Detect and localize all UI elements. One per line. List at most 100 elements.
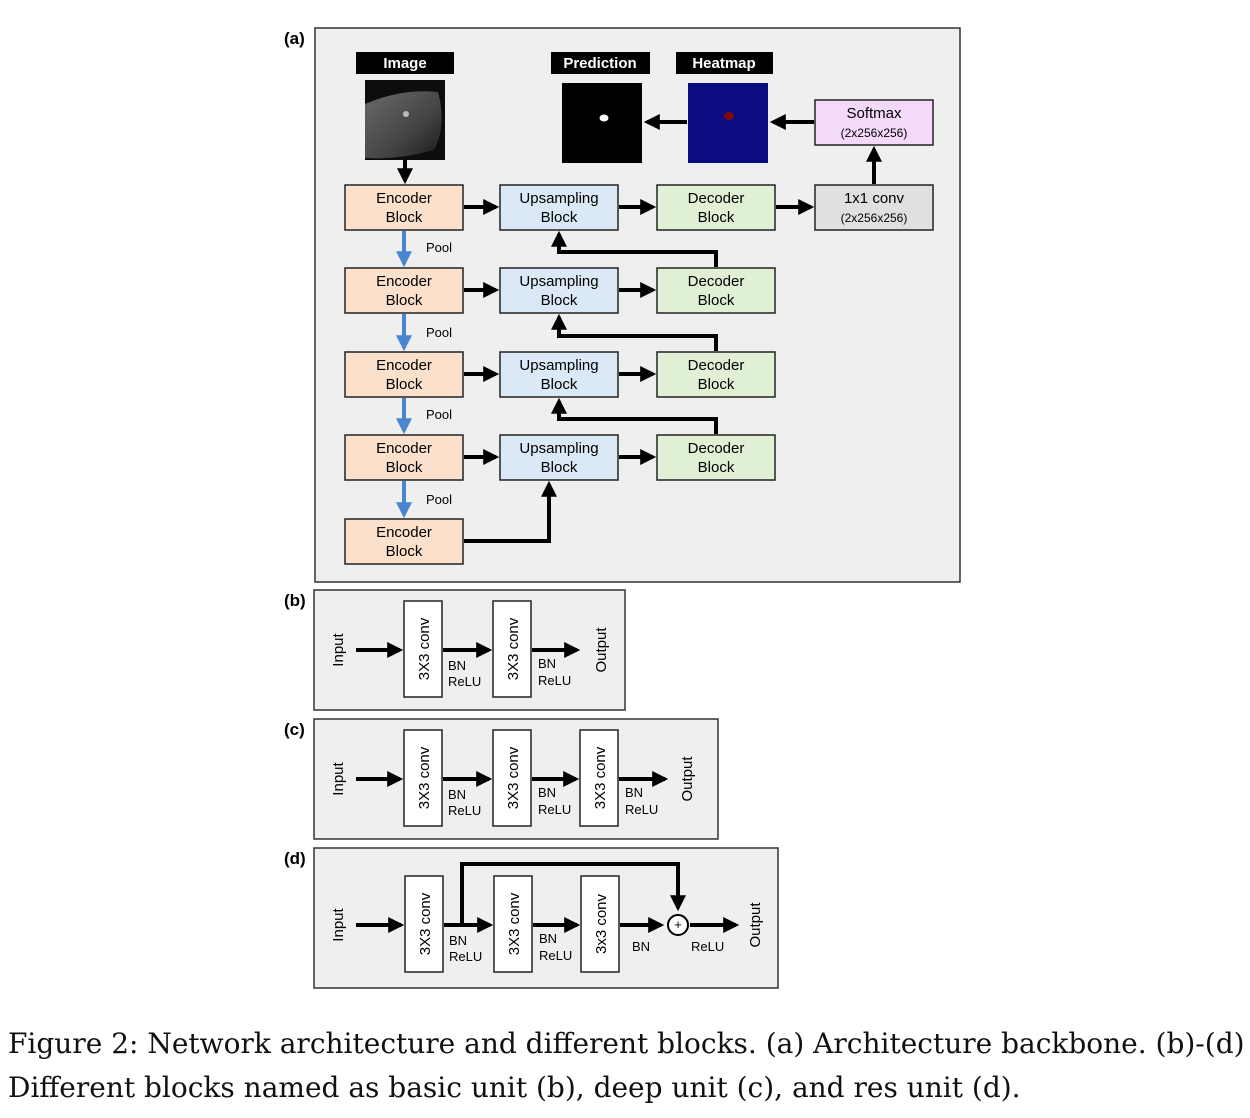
svg-text:Block: Block bbox=[698, 376, 735, 393]
svg-text:3X3 conv: 3X3 conv bbox=[417, 892, 434, 955]
svg-text:Block: Block bbox=[541, 376, 578, 393]
basic-unit-bn-1: BN bbox=[448, 658, 466, 673]
caption-line-1: Figure 2: Network architecture and diffe… bbox=[8, 1027, 1245, 1060]
basic-unit-relu-1: ReLU bbox=[448, 674, 481, 689]
svg-text:Block: Block bbox=[386, 209, 423, 226]
res-unit-relu-1: ReLU bbox=[449, 949, 482, 964]
svg-text:Block: Block bbox=[386, 376, 423, 393]
svg-text:Block: Block bbox=[698, 459, 735, 476]
svg-text:Block: Block bbox=[698, 209, 735, 226]
svg-text:3X3 conv: 3X3 conv bbox=[506, 892, 523, 955]
panel-b-label: (b) bbox=[284, 591, 306, 610]
svg-text:Prediction: Prediction bbox=[563, 55, 636, 72]
basic-unit-input-label: Input bbox=[330, 632, 347, 666]
svg-text:Decoder: Decoder bbox=[688, 273, 745, 290]
svg-text:Block: Block bbox=[386, 459, 423, 476]
deep-unit-conv-2: 3X3 conv bbox=[492, 729, 532, 827]
basic-unit-conv-1: 3X3 conv bbox=[403, 600, 443, 698]
decoder-block-4: Decoder Block bbox=[656, 434, 776, 481]
res-unit-output-label: Output bbox=[747, 902, 764, 948]
res-unit-conv-2: 3X3 conv bbox=[493, 875, 533, 973]
res-unit-arrows bbox=[356, 862, 740, 933]
upsampling-block-4: Upsampling Block bbox=[499, 434, 619, 481]
deep-unit-bn-1: BN bbox=[448, 787, 466, 802]
decoder-block-2: Decoder Block bbox=[656, 267, 776, 314]
upsampling-block-2: Upsampling Block bbox=[499, 267, 619, 314]
encoder-block-3: Encoder Block bbox=[344, 351, 464, 398]
svg-text:Encoder: Encoder bbox=[376, 440, 432, 457]
prediction-header: Prediction bbox=[551, 52, 650, 74]
pool-label-2: Pool bbox=[426, 325, 452, 340]
deep-unit-relu-2: ReLU bbox=[538, 802, 571, 817]
svg-text:Block: Block bbox=[698, 292, 735, 309]
encoder-block-5: Encoder Block bbox=[344, 518, 464, 565]
svg-text:Softmax: Softmax bbox=[846, 105, 902, 122]
svg-text:Upsampling: Upsampling bbox=[519, 273, 598, 290]
svg-text:Decoder: Decoder bbox=[688, 190, 745, 207]
deep-unit-bn-3: BN bbox=[625, 785, 643, 800]
svg-text:Encoder: Encoder bbox=[376, 273, 432, 290]
svg-text:Upsampling: Upsampling bbox=[519, 440, 598, 457]
prediction-image bbox=[562, 83, 642, 163]
basic-unit-bn-2: BN bbox=[538, 656, 556, 671]
svg-text:(2x256x256): (2x256x256) bbox=[841, 211, 908, 225]
svg-text:3X3 conv: 3X3 conv bbox=[505, 746, 522, 809]
decoder-block-1: Decoder Block bbox=[656, 184, 776, 231]
conv1x1-box: 1x1 conv (2x256x256) bbox=[814, 184, 934, 231]
residual-add-node: + bbox=[667, 914, 689, 936]
deep-unit-output-label: Output bbox=[679, 756, 696, 802]
svg-text:Block: Block bbox=[386, 543, 423, 560]
res-unit-bn-2: BN bbox=[539, 931, 557, 946]
pool-label-1: Pool bbox=[426, 240, 452, 255]
deep-unit-bn-2: BN bbox=[538, 785, 556, 800]
encoder-block-2: Encoder Block bbox=[344, 267, 464, 314]
deep-unit-relu-3: ReLU bbox=[625, 802, 658, 817]
res-unit-bn-3: BN bbox=[632, 939, 650, 954]
svg-text:Encoder: Encoder bbox=[376, 524, 432, 541]
svg-text:Block: Block bbox=[541, 292, 578, 309]
svg-text:3X3 conv: 3X3 conv bbox=[416, 746, 433, 809]
svg-text:Decoder: Decoder bbox=[688, 440, 745, 457]
svg-text:Upsampling: Upsampling bbox=[519, 190, 598, 207]
svg-text:Block: Block bbox=[386, 292, 423, 309]
upsampling-block-1: Upsampling Block bbox=[499, 184, 619, 231]
softmax-box: Softmax (2x256x256) bbox=[814, 99, 934, 146]
svg-text:3X3 conv: 3X3 conv bbox=[416, 617, 433, 680]
panel-d-frame bbox=[313, 847, 779, 989]
svg-text:Encoder: Encoder bbox=[376, 357, 432, 374]
res-unit-bn-1: BN bbox=[449, 933, 467, 948]
svg-text:(2x256x256): (2x256x256) bbox=[841, 126, 908, 140]
deep-unit-input-label: Input bbox=[330, 761, 347, 795]
res-unit-input-label: Input bbox=[330, 907, 347, 941]
svg-text:Image: Image bbox=[383, 55, 426, 72]
svg-text:Block: Block bbox=[541, 459, 578, 476]
res-unit-conv-1: 3X3 conv bbox=[404, 875, 444, 973]
svg-text:Decoder: Decoder bbox=[688, 357, 745, 374]
panel-c-label: (c) bbox=[284, 720, 305, 739]
basic-unit-output-label: Output bbox=[593, 627, 610, 673]
svg-text:Heatmap: Heatmap bbox=[692, 55, 755, 72]
svg-text:Encoder: Encoder bbox=[376, 190, 432, 207]
deep-unit-conv-1: 3X3 conv bbox=[403, 729, 443, 827]
figure-caption: Figure 2: Network architecture and diffe… bbox=[8, 1022, 1245, 1110]
res-unit-relu-3: ReLU bbox=[691, 939, 724, 954]
encoder-block-1: Encoder Block bbox=[344, 184, 464, 231]
svg-text:Block: Block bbox=[541, 209, 578, 226]
svg-text:1x1 conv: 1x1 conv bbox=[844, 190, 905, 207]
svg-text:3X3 conv: 3X3 conv bbox=[505, 617, 522, 680]
heatmap-image bbox=[688, 83, 768, 163]
pool-label-3: Pool bbox=[426, 407, 452, 422]
heatmap-header: Heatmap bbox=[676, 52, 773, 74]
flow-arrows bbox=[397, 114, 882, 543]
res-unit-relu-2: ReLU bbox=[539, 948, 572, 963]
svg-text:3x3 conv: 3x3 conv bbox=[593, 893, 610, 954]
basic-unit-conv-2: 3X3 conv bbox=[492, 600, 532, 698]
network-architecture-figure: (a) Image Prediction Heatmap Softmax (2x… bbox=[284, 27, 961, 989]
basic-unit-relu-2: ReLU bbox=[538, 673, 571, 688]
svg-text:Upsampling: Upsampling bbox=[519, 357, 598, 374]
deep-unit-relu-1: ReLU bbox=[448, 803, 481, 818]
upsampling-block-3: Upsampling Block bbox=[499, 351, 619, 398]
svg-text:+: + bbox=[674, 917, 682, 932]
panel-d-label: (d) bbox=[284, 849, 306, 868]
